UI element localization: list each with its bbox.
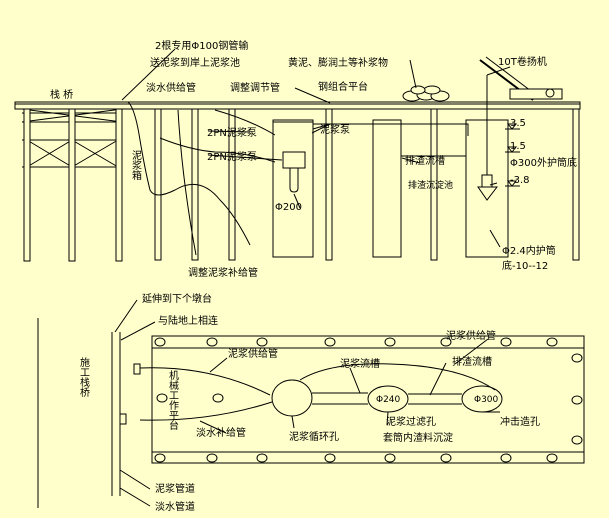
fresh-water-pipe-line	[127, 101, 251, 246]
level-3: -3.8	[510, 175, 530, 186]
pipe-lane-2-label: 淡水管道	[155, 500, 195, 513]
plan-pile	[154, 337, 166, 347]
trestle-pile	[68, 108, 76, 262]
extend-to-next-label: 延伸到下个墩台	[142, 292, 212, 305]
regulating-pipe-label: 调整调节管	[230, 81, 280, 94]
circulation-label: 泥浆循环孔	[289, 430, 339, 443]
plan-pile	[324, 453, 336, 463]
slag-trough-plan-label: 排渣流槽	[452, 355, 492, 368]
level-markers	[505, 123, 520, 187]
casing-middle	[372, 119, 402, 258]
trestle-vertical-label: 施工栈桥	[78, 356, 90, 398]
plan-pile	[571, 435, 583, 445]
plan-pile	[206, 453, 218, 463]
level-2: 1.5	[510, 141, 526, 152]
leader-lines	[121, 48, 511, 248]
mud-box	[282, 151, 306, 169]
plan-pile	[384, 337, 396, 347]
fresh-water-pipe-label: 淡水供给管	[146, 81, 196, 94]
plan-pile	[154, 453, 166, 463]
pipe-note-line1: 2根专用Φ100钢管输	[155, 39, 248, 52]
slag-trough-label: 排渣流槽	[405, 154, 445, 167]
trestle-label: 栈 桥	[50, 88, 73, 101]
plan-pile	[156, 393, 168, 403]
connect-land-label: 与陆地上相连	[158, 314, 218, 327]
plan-pile	[384, 453, 396, 463]
plan-pile	[571, 395, 583, 405]
casing-inner-label-2: 底-10--12	[502, 259, 548, 272]
plan-pile	[440, 453, 452, 463]
impact-hole-label: 冲击造孔	[500, 415, 540, 428]
pump-2pn-bottom: 2PN泥浆泵	[207, 150, 257, 163]
trestle-pile	[115, 108, 123, 262]
pipe-lane-1-label: 泥浆管道	[155, 482, 195, 495]
pump-2pn-top: 2PN泥浆泵	[207, 126, 257, 139]
plan-pile	[500, 337, 512, 347]
regulating-pipe-line	[214, 109, 276, 136]
mud-pool-label: 泥浆箱	[130, 149, 142, 181]
plan-pile	[256, 337, 268, 347]
flow-trough-label: 泥浆流槽	[340, 357, 380, 370]
supply-pipe-right-label: 泥浆供给管	[446, 329, 496, 342]
flow-trough-line	[311, 123, 469, 136]
plan-pile-group	[154, 337, 583, 463]
platform-vertical-label: 机械工作平台	[167, 369, 179, 431]
supply-pipe-left-label: 泥浆供给管	[228, 347, 278, 360]
mud-pump-right: 泥浆泵	[320, 123, 350, 136]
materials-label: 黄泥、膨润土等补浆物	[288, 56, 388, 69]
bridge-deck	[14, 101, 581, 110]
plan-pile	[571, 353, 583, 363]
supply-loop-line	[177, 109, 197, 256]
crane	[479, 56, 563, 101]
material-pile	[402, 85, 450, 102]
platform-pile	[572, 108, 580, 261]
filter-hole-label: 泥浆过滤孔	[386, 415, 436, 428]
pipe-note-line2: 送泥浆到岸上泥浆池	[150, 56, 240, 69]
drill-head	[481, 174, 493, 188]
plan-pile	[546, 453, 558, 463]
casing-outer-label: Φ300外护筒底	[510, 156, 577, 169]
circulation-hole	[271, 379, 313, 417]
platform-pile	[325, 108, 333, 261]
dia-200-label: Φ200	[275, 202, 302, 213]
platform-pile	[228, 108, 236, 261]
plan-pile	[256, 453, 268, 463]
casing-inner-label-1: Φ2.4内护筒	[502, 244, 556, 257]
slurry-supply-line	[159, 137, 276, 163]
dia-300-label: Φ300	[474, 395, 499, 405]
plan-pile	[206, 337, 218, 347]
platform-pile	[154, 108, 162, 261]
casing-left	[272, 119, 314, 258]
level-1: 3.5	[510, 118, 526, 129]
slag-pool-label: 排渣沉淀池	[408, 179, 453, 191]
plan-pile	[500, 453, 512, 463]
supply-pipe-curve-2	[139, 401, 273, 421]
supply-pipe-curve	[139, 367, 271, 396]
valve-top	[133, 363, 141, 375]
platform-outline	[151, 335, 585, 464]
dia-240-label: Φ240	[376, 395, 401, 405]
supply-pipe-upper	[299, 363, 496, 391]
sediment-label: 套筒内渣料沉淀	[383, 431, 453, 444]
plan-pile	[324, 337, 336, 347]
trestle-pile	[23, 108, 31, 262]
steel-platform-label: 钢组合平台	[318, 80, 368, 93]
siphon-pipe	[289, 168, 299, 193]
plan-pile	[546, 337, 558, 347]
slurry-supply-label: 调整泥浆补给管	[188, 266, 258, 279]
valve-bottom	[119, 413, 127, 425]
plan-pile	[212, 393, 224, 403]
plan-pile	[440, 337, 452, 347]
water-supply-label: 淡水补给管	[196, 426, 246, 439]
crane-label: 10T卷扬机	[498, 55, 547, 68]
plan-leader-lines	[114, 299, 500, 507]
platform-pile	[430, 108, 438, 261]
